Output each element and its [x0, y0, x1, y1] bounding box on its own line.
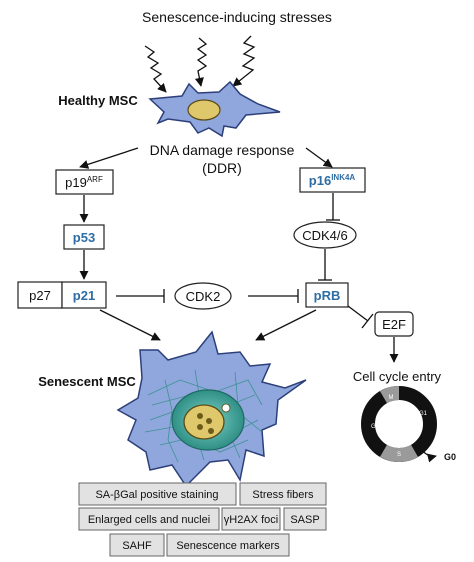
sahf-focus: [197, 424, 203, 430]
marker-gh2ax-foci-label: γH2AX foci: [224, 514, 278, 526]
p16ink4a-node: [299, 167, 366, 193]
marker-sasp: [283, 507, 327, 531]
p21-label: p21: [73, 288, 95, 303]
prb-to-senescence-arrow: [255, 309, 317, 341]
g0-exit-arrow: [419, 447, 437, 463]
p27-node: [17, 281, 63, 309]
marker-senescence-markers: [166, 533, 290, 557]
marker-sasp-label: SASP: [290, 514, 319, 526]
cell-cycle-title: Cell cycle entry: [353, 369, 442, 384]
marker-enlarged-cells-label: Enlarged cells and nuclei: [88, 514, 210, 526]
nuclear-bleb: [221, 403, 231, 413]
g0-label: G0: [444, 452, 456, 462]
ddr-to-p19-arrow: [79, 147, 139, 169]
sahf-focus: [208, 428, 214, 434]
sahf-focus: [197, 413, 203, 419]
p19arf-label: p19ARF: [65, 175, 103, 190]
e2f-node: [374, 311, 414, 337]
prb-inhibits-e2f: [347, 305, 369, 322]
phase-g2-label: G2: [371, 424, 380, 430]
senescent-msc-cell: [116, 330, 307, 488]
p19arf-node: [55, 169, 114, 195]
e2f-label: E2F: [382, 317, 406, 332]
ddr-abbrev: (DDR): [202, 160, 242, 176]
marker-senescence-markers-label: Senescence markers: [176, 540, 280, 552]
ddr-label: DNA damage response: [150, 142, 295, 158]
marker-sa-bgal-label: SA-βGal positive staining: [95, 489, 218, 501]
diagram-title: Senescence-inducing stresses: [142, 9, 332, 25]
phase-g1-label: G1: [419, 411, 428, 417]
p16ink4a-label: p16INK4A: [309, 173, 356, 188]
healthy-nucleus: [187, 99, 221, 121]
marker-stress-fibers: [239, 482, 327, 506]
p21-node: [61, 281, 107, 309]
cdk46-node: [293, 221, 357, 249]
cdk2-label: CDK2: [186, 289, 221, 304]
marker-sahf-label: SAHF: [122, 540, 152, 552]
phase-m-label: M: [389, 395, 394, 401]
marker-enlarged-cells: [78, 507, 220, 531]
healthy-msc-cell: [148, 80, 281, 138]
marker-sa-bgal: [78, 482, 237, 506]
cdk46-label: CDK4/6: [302, 228, 348, 243]
healthy-msc-label: Healthy MSC: [58, 93, 138, 108]
sahf-focus: [206, 418, 212, 424]
cell-cycle-ring: [361, 386, 437, 462]
senescent-nucleus: [183, 404, 225, 440]
marker-sahf: [109, 533, 165, 557]
senescent-msc-label: Senescent MSC: [38, 374, 136, 389]
marker-gh2ax-foci: [221, 507, 281, 531]
phase-s-label: S: [397, 452, 401, 458]
ddr-to-p16-arrow: [305, 147, 333, 168]
prb-node: [305, 282, 349, 308]
p53-label: p53: [73, 230, 95, 245]
cdk2-node: [174, 282, 232, 310]
stress-arrows: [144, 35, 256, 93]
prb-inhibit-bar: [361, 313, 374, 329]
marker-stress-fibers-label: Stress fibers: [252, 489, 314, 501]
p53-node: [63, 224, 105, 250]
p21-to-senescence-arrow: [99, 309, 161, 341]
p27-label: p27: [29, 288, 51, 303]
prb-label: pRB: [314, 288, 341, 303]
